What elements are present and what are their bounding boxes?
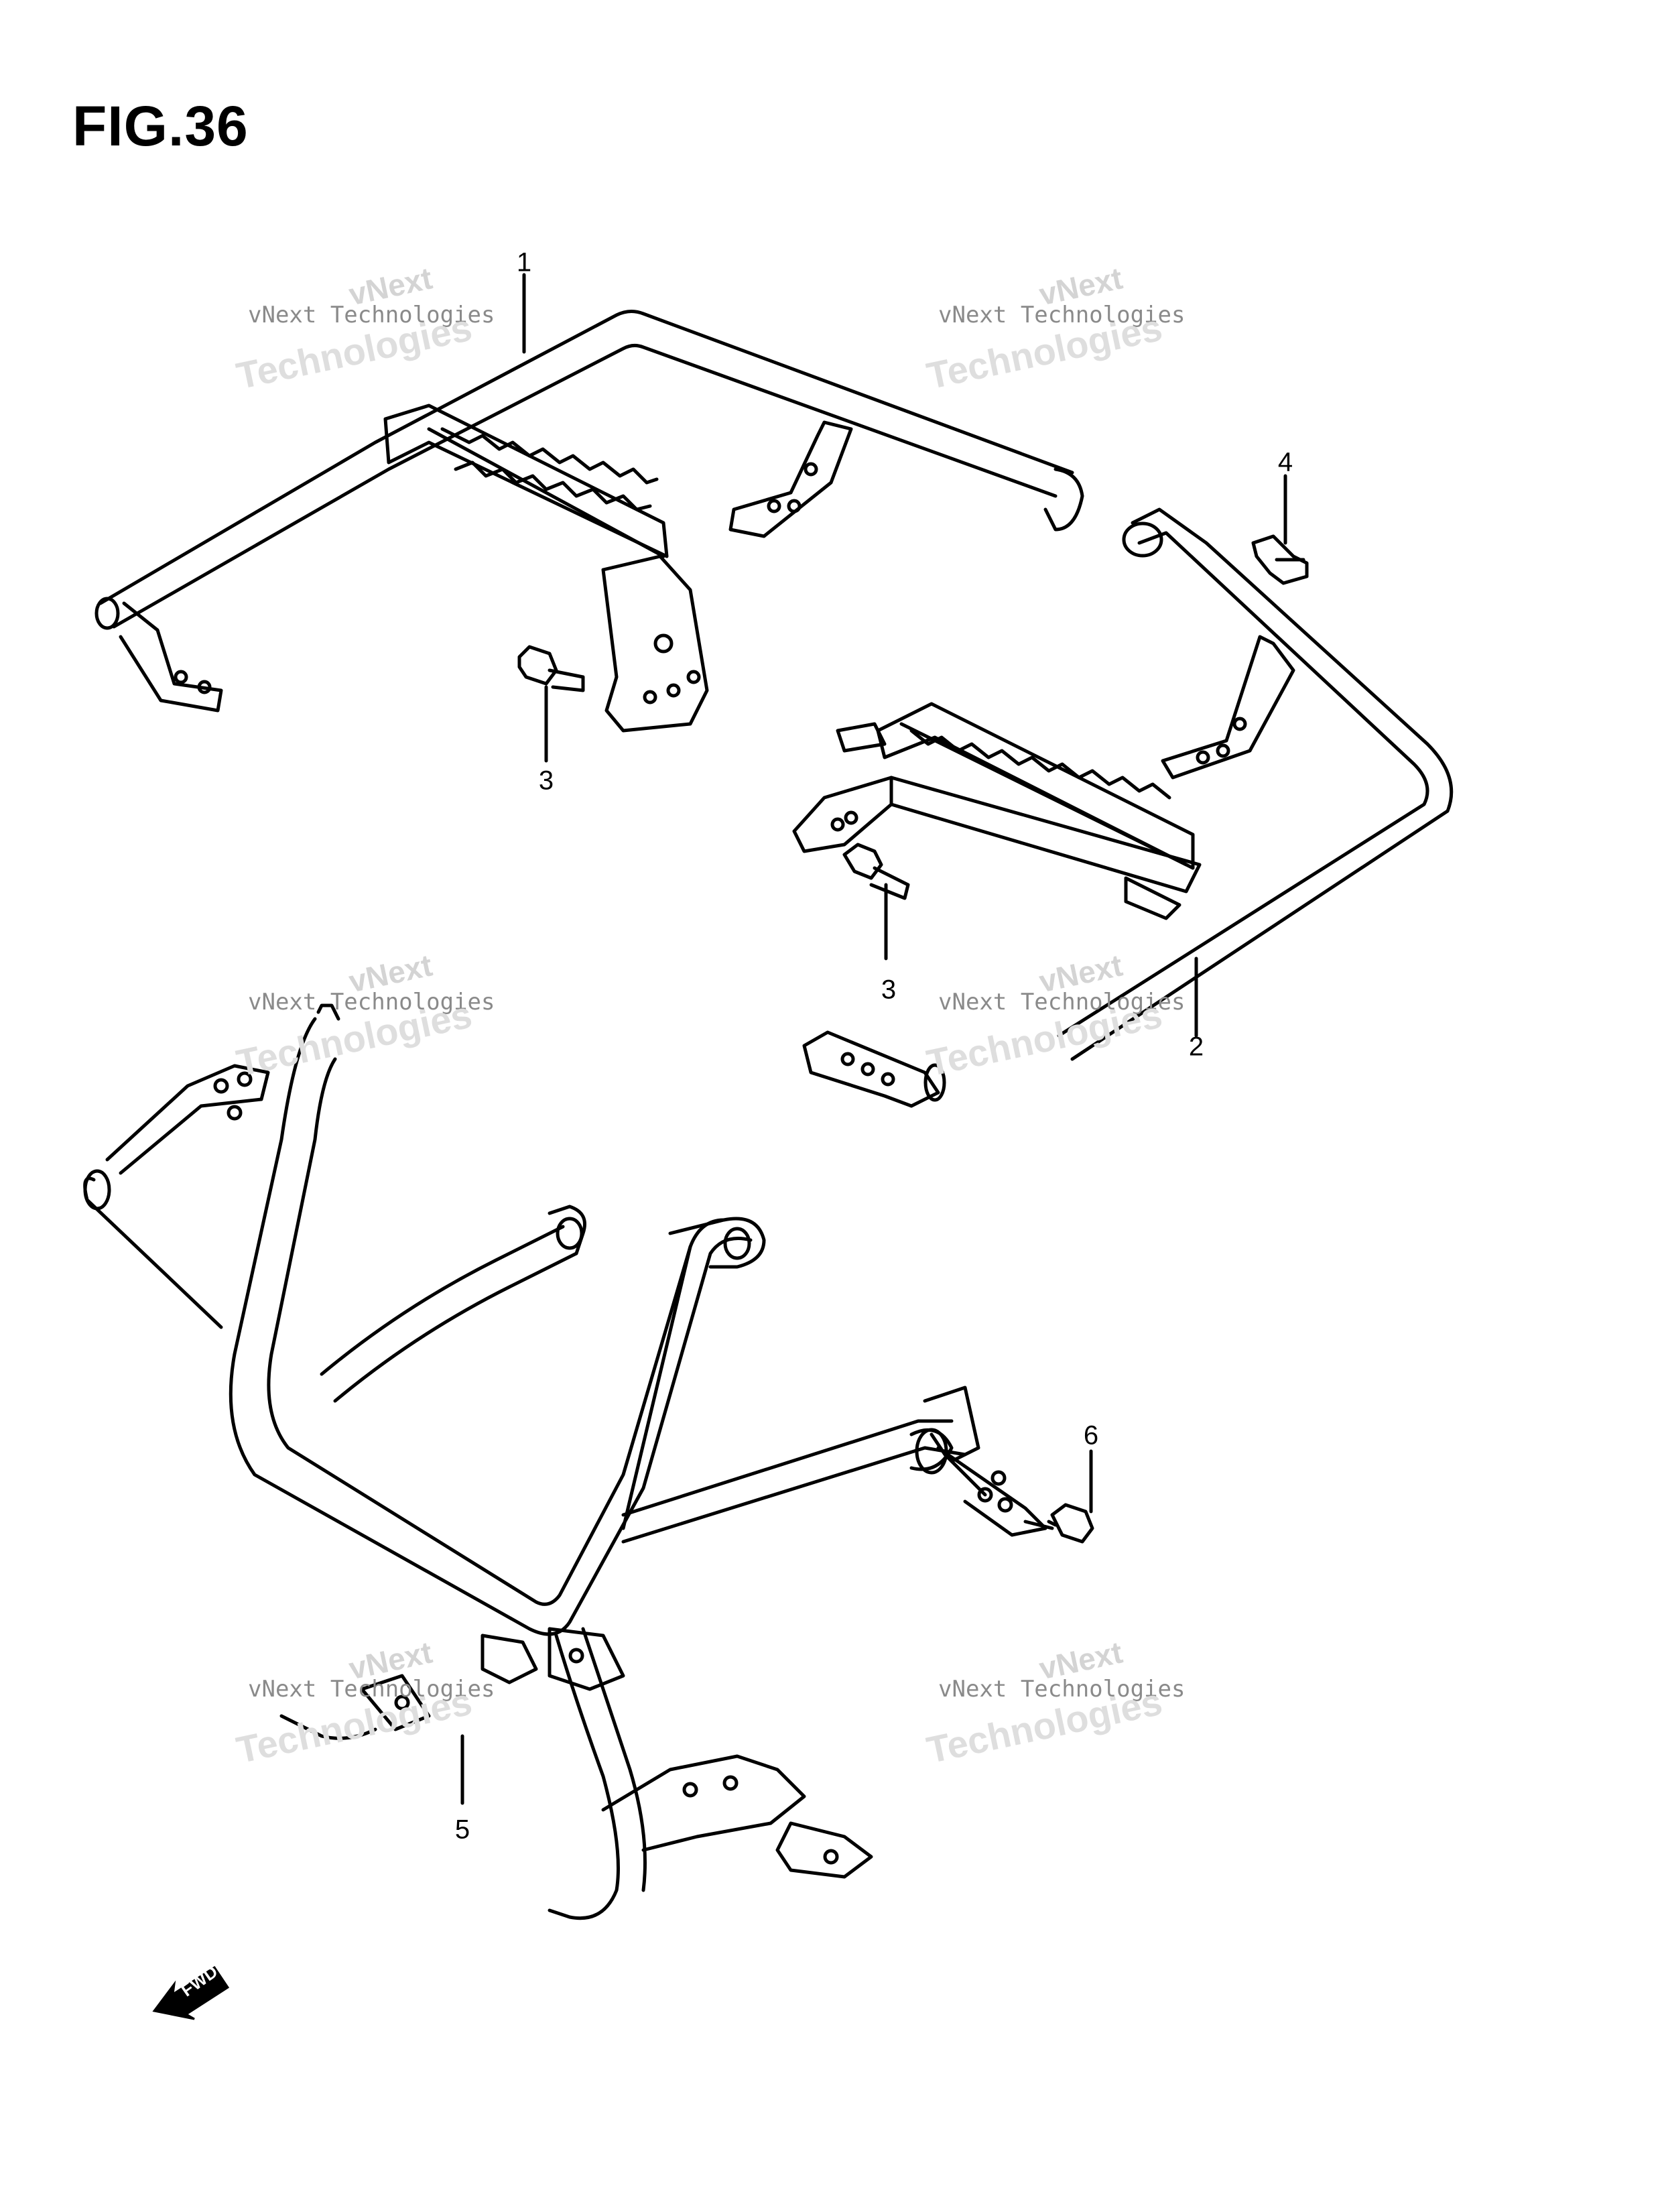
part-5-guard-frame [83, 1003, 1047, 1920]
part-3-bolt-upper [517, 645, 585, 692]
callout-1: 1 [516, 247, 532, 278]
part-1-step-bar [94, 310, 1084, 733]
part-3-bolt-lower [842, 843, 910, 900]
fwd-arrow-icon [152, 1965, 230, 2020]
callout-5: 5 [454, 1815, 470, 1845]
callout-6: 6 [1083, 1420, 1099, 1451]
callout-2: 2 [1188, 1032, 1204, 1062]
fwd-indicator: FWD [153, 1957, 233, 2018]
callout-3-upper: 3 [538, 765, 554, 796]
callout-4: 4 [1277, 447, 1293, 477]
part-4-bolt [1251, 534, 1309, 585]
part-6-bolt [1023, 1503, 1094, 1544]
figure-title: FIG.36 [72, 95, 249, 158]
part-2-step-bar [792, 507, 1454, 1108]
callout-3-lower: 3 [881, 975, 897, 1005]
fwd-label: FWD [177, 1961, 222, 2001]
